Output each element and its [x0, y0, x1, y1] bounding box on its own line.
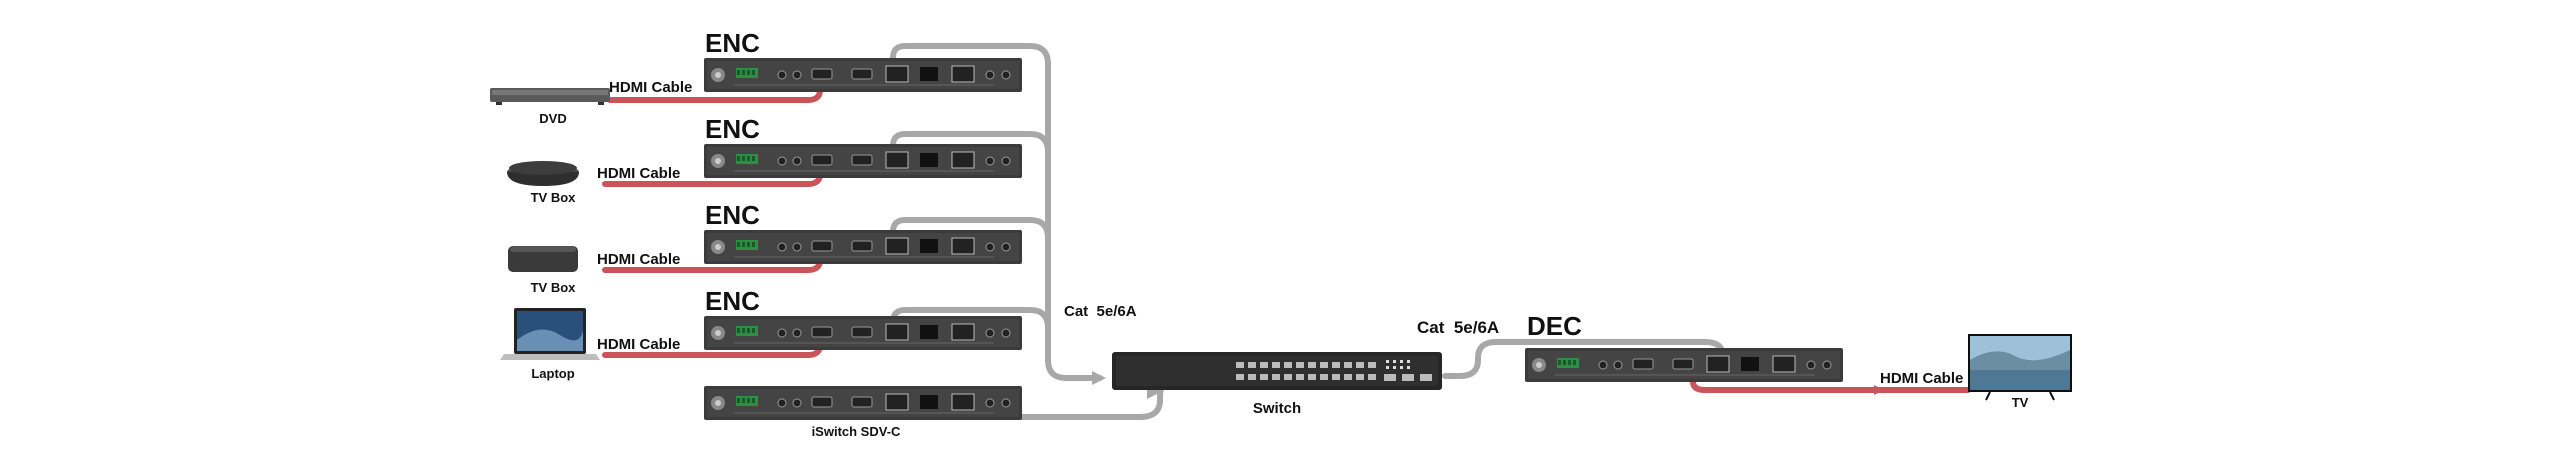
hdmi-label-tv: HDMI Cable: [1880, 370, 1963, 387]
cat-cable-enc-3: [890, 217, 1051, 363]
enc-unit-3: [703, 229, 1023, 265]
hdmi-label-laptop: HDMI Cable: [597, 336, 680, 353]
laptop-icon: [500, 308, 600, 360]
network-switch: [1112, 352, 1442, 390]
enc-label-3: ENC: [705, 200, 760, 230]
cat-cable-enc-1: [890, 43, 1103, 381]
enc-label-2: ENC: [705, 114, 760, 144]
enc-unit-1: [703, 57, 1023, 93]
switch-label: Switch: [1253, 400, 1301, 417]
cat-cable-enc-2: [890, 131, 1051, 363]
enc-label-1: ENC: [705, 28, 760, 58]
dec-label: DEC: [1527, 311, 1582, 341]
tv-icon: [1968, 334, 2072, 401]
controller-label: iSwitch SDV-C: [812, 424, 901, 439]
source-name-laptop: Laptop: [531, 366, 574, 381]
hdmi-label-tvbox-1: HDMI Cable: [597, 165, 680, 182]
enc-unit-4: [703, 315, 1023, 351]
source-name-dvd: DVD: [539, 111, 566, 126]
tv-box-icon: [508, 246, 578, 272]
hdmi-label-tvbox-2: HDMI Cable: [597, 251, 680, 268]
cat-label-out: Cat 5e/6A: [1417, 318, 1499, 337]
cat-cable-decoder: [1442, 339, 1726, 379]
cat-label-in: Cat 5e/6A: [1064, 303, 1137, 320]
enc-unit-2: [703, 143, 1023, 179]
dec-unit: [1524, 347, 1844, 383]
source-name-tvbox-2: TV Box: [531, 280, 577, 295]
hdmi-cable-decoder: [1690, 375, 1884, 395]
tv-box-icon: [507, 161, 579, 186]
tv-label: TV: [2012, 395, 2029, 410]
controller-unit: [703, 385, 1023, 421]
source-name-tvbox-1: TV Box: [531, 190, 577, 205]
dvd-player-icon: [490, 88, 610, 105]
hdmi-label-dvd: HDMI Cable: [609, 79, 692, 96]
enc-label-4: ENC: [705, 286, 760, 316]
